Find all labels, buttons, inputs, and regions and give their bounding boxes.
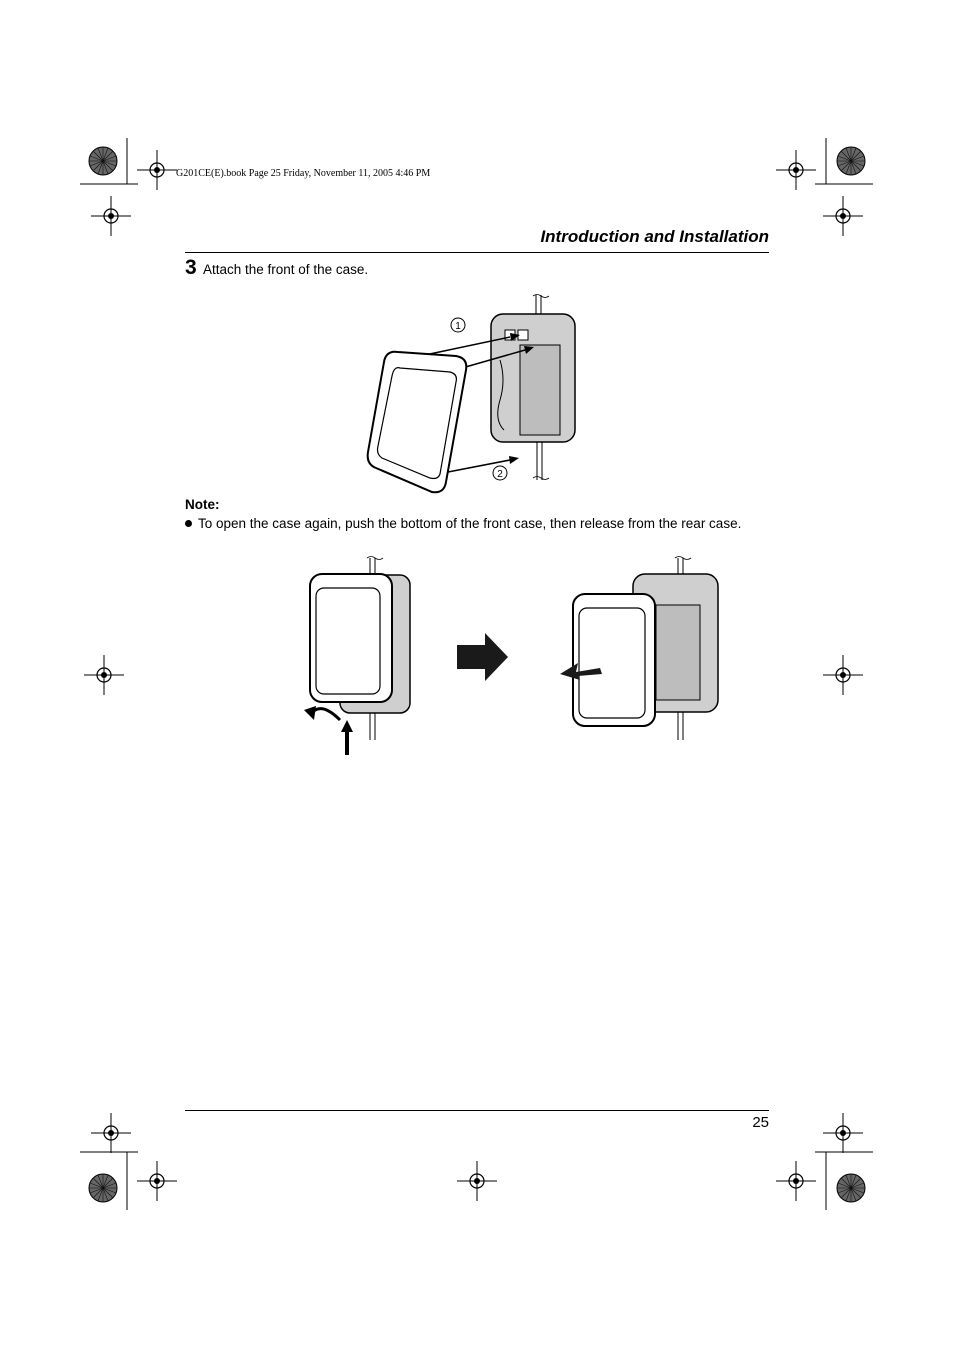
callout-1: 1: [455, 321, 461, 332]
note-item-text: To open the case again, push the bottom …: [198, 516, 742, 531]
registration-mark-icon: [775, 149, 817, 191]
step-instruction: Attach the front of the case.: [203, 262, 369, 277]
attach-front-case-illustration: 1 2: [366, 294, 576, 494]
color-bar-icon: [836, 1173, 866, 1203]
open-case-illustration: [304, 556, 719, 755]
color-bar-icon: [88, 1173, 118, 1203]
registration-mark-icon: [136, 149, 178, 191]
registration-mark-icon: [456, 1160, 498, 1202]
registration-mark-icon: [136, 1160, 178, 1202]
footer-rule: [185, 1110, 769, 1111]
header-rule: [185, 252, 769, 253]
registration-mark-icon: [822, 1112, 864, 1154]
callout-2: 2: [497, 469, 503, 480]
registration-mark-icon: [90, 1112, 132, 1154]
step-number: 3: [185, 256, 197, 279]
note-title: Note:: [185, 497, 220, 512]
color-bar-icon: [836, 146, 866, 176]
registration-mark-icon: [83, 654, 125, 696]
registration-mark-icon: [822, 654, 864, 696]
registration-mark-icon: [775, 1160, 817, 1202]
note-item: To open the case again, push the bottom …: [185, 516, 741, 531]
registration-mark-icon: [90, 195, 132, 237]
color-bar-icon: [88, 146, 118, 176]
print-slug: G201CE(E).book Page 25 Friday, November …: [176, 168, 431, 179]
page-number: 25: [752, 1114, 769, 1131]
registration-mark-icon: [822, 195, 864, 237]
bullet-icon: [185, 520, 192, 527]
section-title: Introduction and Installation: [540, 227, 769, 246]
